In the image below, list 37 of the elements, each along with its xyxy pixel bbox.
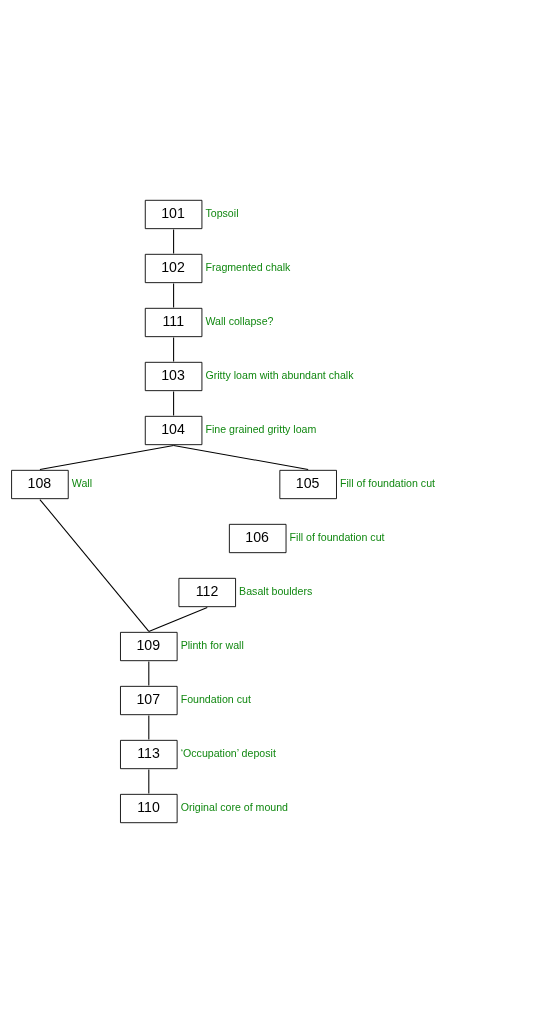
node-label: Foundation cut [180, 692, 251, 705]
node-label: Basalt boulders [239, 584, 313, 597]
connector [173, 390, 175, 416]
node-box: 102 [144, 253, 203, 283]
connector [39, 444, 175, 470]
node-label: Fill of foundation cut [340, 476, 435, 489]
node-box: 103 [144, 361, 203, 391]
node-box: 108 [11, 469, 69, 499]
connector [148, 768, 150, 794]
connector [173, 228, 175, 254]
node-label: Fragmented chalk [205, 260, 291, 273]
node-box: 112 [178, 577, 236, 607]
node-label: ‘Occupation’ deposit [180, 746, 276, 759]
node-label: Wall [71, 476, 93, 489]
connector [148, 660, 150, 686]
connector [148, 714, 150, 740]
connector [173, 444, 309, 470]
node-box: 111 [144, 307, 203, 337]
node-box: 101 [144, 199, 203, 229]
node-box: 109 [120, 631, 178, 661]
node-box: 105 [279, 469, 337, 499]
node-box: 104 [144, 415, 203, 445]
node-label: Gritty loam with abundant chalk [205, 368, 354, 381]
connector [173, 282, 175, 308]
node-label: Wall collapse? [205, 314, 274, 327]
node-box: 107 [120, 685, 178, 715]
node-label: Plinth for wall [180, 638, 244, 651]
node-box: 113 [120, 739, 178, 769]
node-label: Fine grained gritty loam [205, 422, 317, 435]
node-label: Original core of mound [180, 800, 289, 813]
node-box: 110 [120, 793, 178, 823]
node-label: Fill of foundation cut [289, 530, 385, 543]
node-box: 106 [228, 523, 287, 553]
connector [39, 498, 150, 632]
node-label: Topsoil [205, 206, 239, 219]
connector [173, 336, 175, 362]
connector [148, 606, 208, 632]
